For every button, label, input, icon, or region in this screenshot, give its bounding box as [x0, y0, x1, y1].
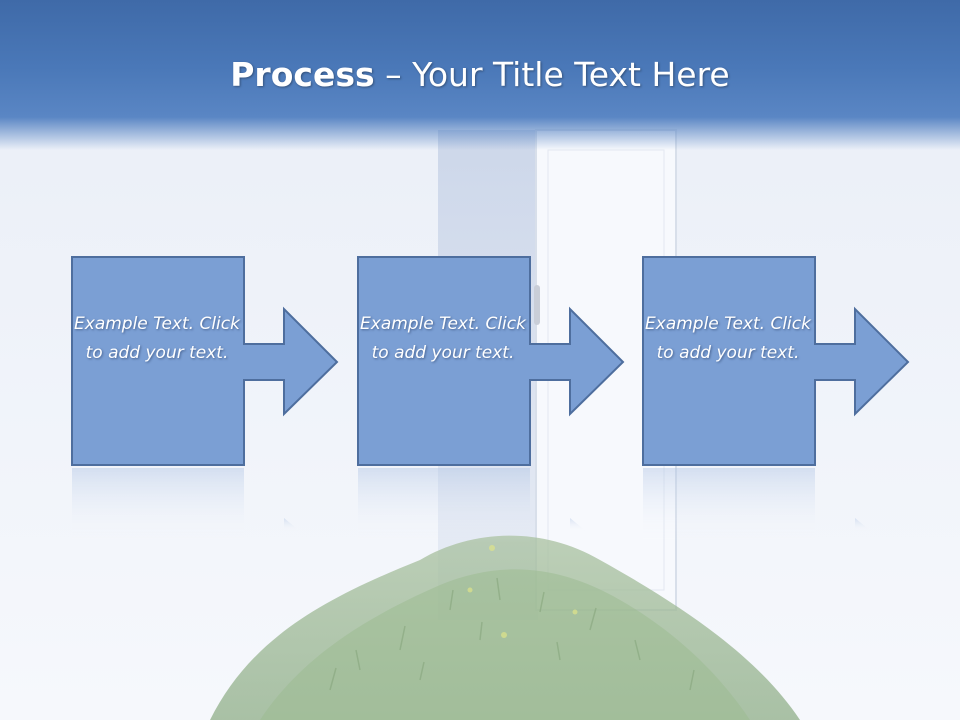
step-2-text: Example Text. Click to add your text. [360, 314, 526, 363]
process-step-1[interactable]: Example Text. Click to add your text. [71, 256, 339, 466]
step-1-text: Example Text. Click to add your text. [74, 314, 240, 363]
process-step-2[interactable]: Example Text. Click to add your text. [357, 256, 625, 466]
title-bold-word: Process [230, 55, 375, 94]
right-arrow-icon [71, 256, 339, 466]
title-rest-text: – Your Title Text Here [374, 55, 730, 94]
step-3-text: Example Text. Click to add your text. [645, 314, 811, 363]
right-arrow-icon [642, 256, 910, 466]
process-step-3[interactable]: Example Text. Click to add your text. [642, 256, 910, 466]
steps-reflection [72, 468, 872, 543]
right-arrow-icon [357, 256, 625, 466]
slide-title[interactable]: Process – Your Title Text Here [0, 52, 960, 98]
title-bar [0, 0, 960, 150]
